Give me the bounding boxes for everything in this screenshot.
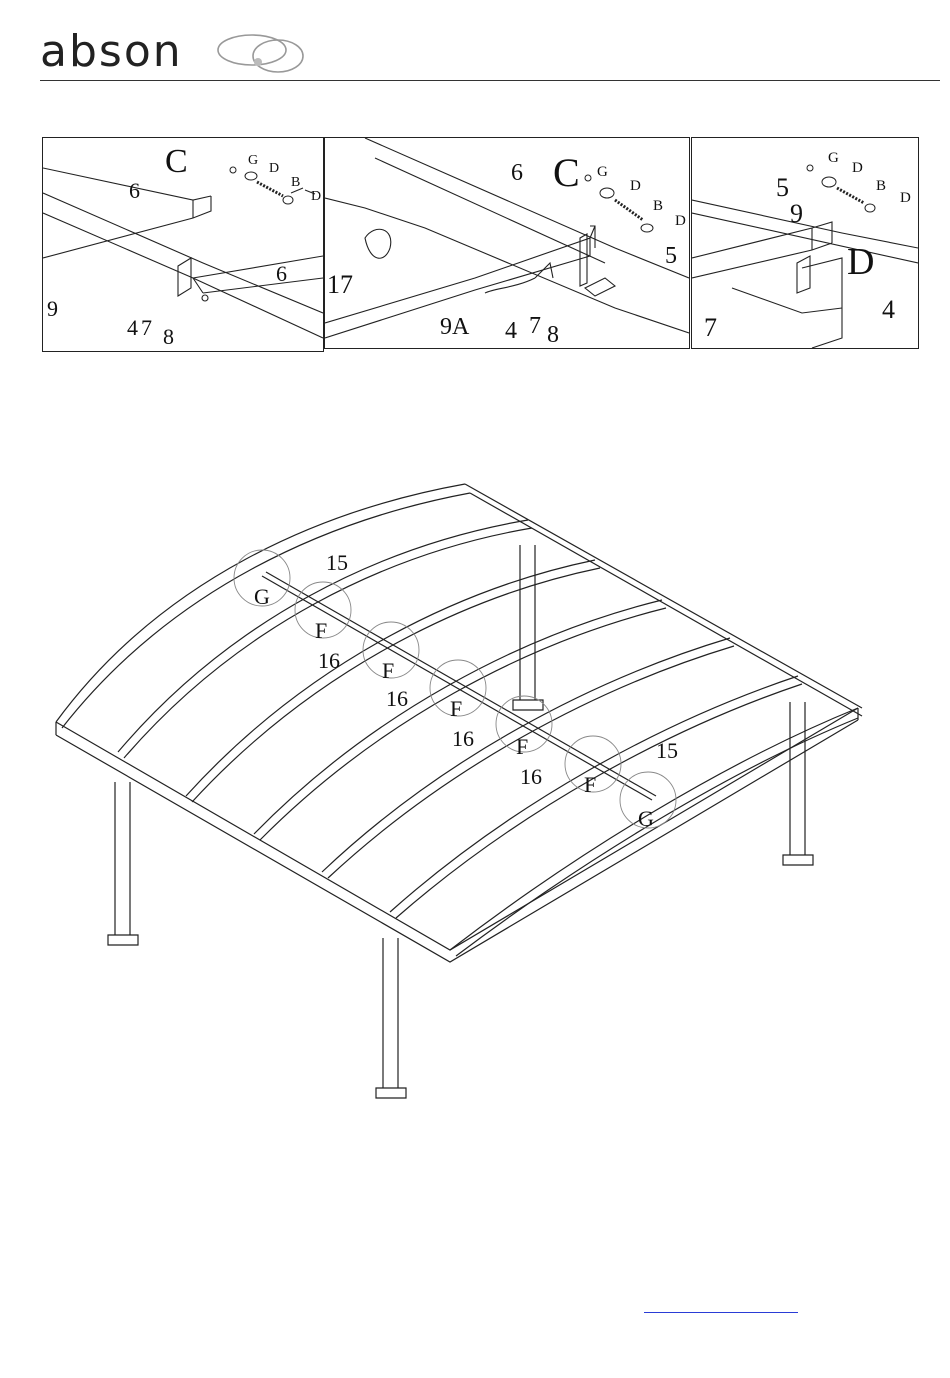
panel2-part-4: 4 <box>505 318 517 344</box>
brand-logo-text: abson <box>40 30 183 74</box>
main-label-f4: F <box>516 734 528 759</box>
panel1-part-7: 7 <box>141 315 152 340</box>
panel1-hw-g: G <box>248 153 258 168</box>
detail-panel-c2: C G D B D 6 5 17 9A 4 7 8 <box>324 137 690 349</box>
main-label-16c: 16 <box>452 726 474 751</box>
panel2-hw-b: B <box>653 198 663 214</box>
detail-panel-c1: C G D B D 6 6 9 4 7 8 <box>42 137 324 352</box>
main-label-g1: G <box>254 584 270 609</box>
panel1-hw-b: B <box>291 175 300 190</box>
panel1-part-6a: 6 <box>129 178 140 203</box>
panel2-hw-g: G <box>597 164 608 180</box>
panel2-hw-d2: D <box>675 213 686 229</box>
detail-panel-d: D G D B D 5 9 7 4 <box>691 137 919 349</box>
panel2-part-9a: 9A <box>440 314 470 340</box>
panel3-part-9: 9 <box>790 199 803 228</box>
panel3-part-4: 4 <box>882 295 895 324</box>
panel2-part-17: 17 <box>327 270 353 299</box>
header: abson <box>40 28 940 84</box>
main-label-15a: 15 <box>326 550 348 575</box>
brand-rings-icon <box>216 30 306 76</box>
main-label-15b: 15 <box>656 738 678 763</box>
main-label-f5: F <box>584 772 596 797</box>
panel1-part-6b: 6 <box>276 261 287 286</box>
panel3-hw-d: D <box>852 160 863 176</box>
main-label-16d: 16 <box>520 764 542 789</box>
carport-frame-diagram: 15 G F 16 F 16 F 16 F 16 F 15 G <box>40 470 880 1110</box>
main-label-16b: 16 <box>386 686 408 711</box>
panel1-part-4: 4 <box>127 315 138 340</box>
panel1-hw-d2: D <box>311 189 321 204</box>
panel3-callout: D <box>847 241 874 283</box>
panel2-part-7: 7 <box>529 313 541 339</box>
main-label-g2: G <box>638 806 654 831</box>
main-label-f2: F <box>382 658 394 683</box>
panel1-part-8: 8 <box>163 324 174 349</box>
panel1-hw-d: D <box>269 161 279 176</box>
panel2-callout: C <box>553 150 580 195</box>
main-label-16a: 16 <box>318 648 340 673</box>
panel3-hw-b: B <box>876 178 886 194</box>
panel2-part-5: 5 <box>665 243 677 269</box>
panel1-callout: C <box>165 143 188 180</box>
panel3-part-7: 7 <box>704 313 717 342</box>
panel3-part-5: 5 <box>776 173 789 202</box>
footer-link[interactable] <box>644 1296 798 1313</box>
panel3-hw-g: G <box>828 150 839 166</box>
panel2-part-8: 8 <box>547 322 559 348</box>
main-label-f3: F <box>450 696 462 721</box>
panel2-part-6: 6 <box>511 160 523 186</box>
panel3-hw-d2: D <box>900 190 911 206</box>
main-label-f1: F <box>315 618 327 643</box>
panel2-hw-d: D <box>630 178 641 194</box>
panel1-part-9: 9 <box>47 296 58 321</box>
header-divider <box>40 80 940 81</box>
